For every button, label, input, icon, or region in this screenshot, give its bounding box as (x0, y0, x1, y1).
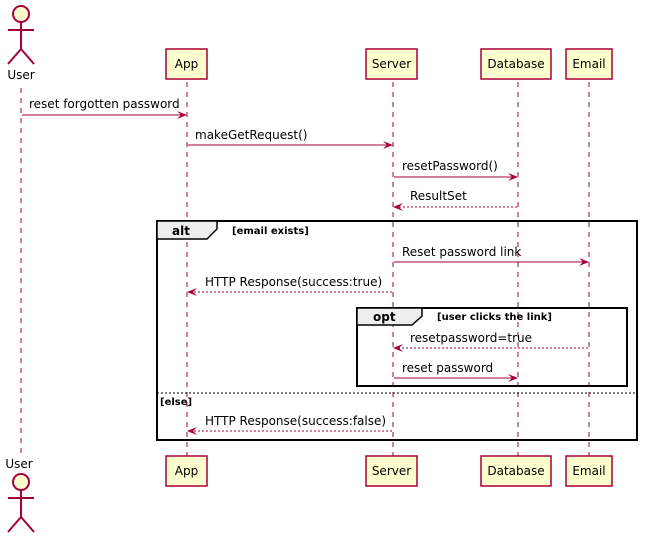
participant-email-bottom-label: Email (572, 464, 605, 478)
message-label-9: HTTP Response(success:false) (205, 414, 386, 428)
actor-user-bottom (7, 473, 35, 533)
alt-frame (156, 220, 638, 441)
participant-database-bottom-label: Database (487, 464, 544, 478)
opt-frame (356, 307, 628, 387)
actor-user-top-label: User (7, 68, 34, 82)
participant-server-bottom-label: Server (372, 464, 411, 478)
alt-tab (156, 220, 218, 240)
alt-fragment: alt [email exists] [else] (156, 220, 638, 441)
actor-user-top (7, 5, 35, 65)
actor-head (12, 5, 30, 23)
opt-tab (356, 307, 423, 326)
participant-database-bottom: Database (480, 455, 552, 487)
participant-server-top-label: Server (372, 57, 411, 71)
opt-fragment: opt [user clicks the link] (356, 307, 628, 387)
participant-app-bottom: App (165, 455, 208, 487)
participant-app-top: App (165, 48, 208, 80)
alt-else-condition: [else] (160, 397, 192, 408)
participant-database-top: Database (480, 48, 552, 80)
alt-condition: [email exists] (232, 226, 309, 237)
lifelines (20, 82, 590, 458)
participant-server-bottom: Server (365, 455, 418, 487)
opt-keyword: opt (373, 310, 396, 324)
participant-email-top-label: Email (572, 57, 605, 71)
message-label-3: resetPassword() (402, 159, 498, 173)
participant-database-top-label: Database (487, 57, 544, 71)
alt-keyword: alt (172, 224, 190, 238)
participant-app-top-label: App (175, 57, 198, 71)
message-label-7: resetpassword=true (410, 331, 532, 345)
message-label-2: makeGetRequest() (195, 128, 307, 142)
participant-email-bottom: Email (565, 455, 613, 487)
message-label-4: ResultSet (410, 189, 467, 203)
opt-condition: [user clicks the link] (437, 312, 552, 323)
message-label-6: HTTP Response(success:true) (205, 275, 382, 289)
participant-server-top: Server (365, 48, 418, 80)
participant-app-bottom-label: App (175, 464, 198, 478)
actor-head (12, 473, 30, 491)
message-label-5: Reset password link (402, 245, 521, 259)
message-label-8: reset password (402, 361, 493, 375)
actor-user-bottom-label: User (5, 457, 32, 471)
message-label-1: reset forgotten password (29, 97, 180, 111)
participant-email-top: Email (565, 48, 613, 80)
